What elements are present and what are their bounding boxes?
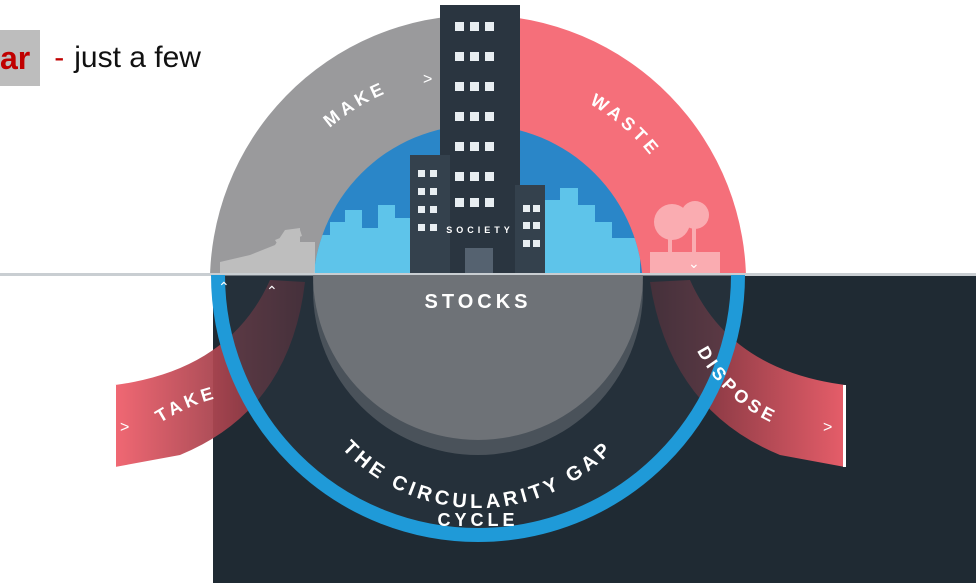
city-skyline xyxy=(313,188,640,275)
cycle-label: CYCLE xyxy=(437,510,518,530)
trees-silhouette xyxy=(650,201,720,275)
factory-silhouette xyxy=(220,228,315,275)
chevron-take-icon: > xyxy=(120,419,129,436)
title-highlight-word: ar xyxy=(0,30,41,86)
circularity-gap-band xyxy=(220,275,736,533)
chevron-dispose-icon: > xyxy=(823,419,832,436)
stocks-lower-disc xyxy=(313,275,643,440)
take-endcap xyxy=(113,385,116,467)
society-building xyxy=(410,5,545,275)
title-subtext-words: just a few xyxy=(74,41,201,74)
horizon-line xyxy=(0,273,976,276)
slide-title: ar -just a few xyxy=(0,30,201,86)
society-label: SOCIETY xyxy=(446,225,514,235)
chevron-up-icon-2: ⌃ xyxy=(266,283,278,299)
dispose-endcap xyxy=(843,385,846,467)
cycle-ring xyxy=(211,274,745,542)
chevron-up-icon: ⌃ xyxy=(218,279,230,295)
chevron-make-icon: > xyxy=(423,71,432,88)
chevron-down-icon: ⌄ xyxy=(688,255,700,271)
title-subtext: -just a few xyxy=(54,41,201,75)
stocks-label: STOCKS xyxy=(425,291,532,313)
title-dash: - xyxy=(54,41,65,74)
